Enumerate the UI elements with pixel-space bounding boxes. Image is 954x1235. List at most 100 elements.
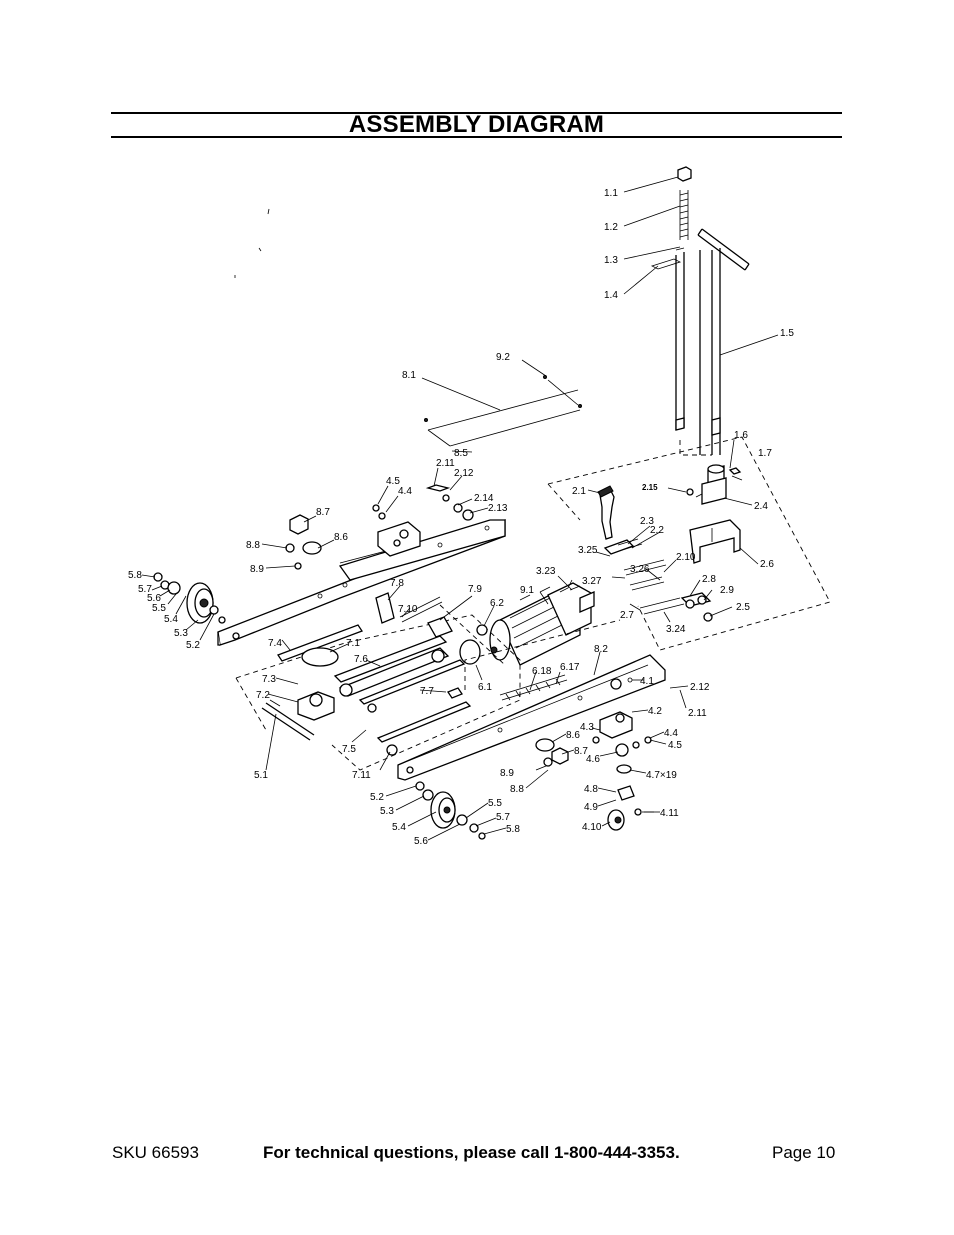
part-label: 2.1 bbox=[572, 486, 586, 497]
title-rule-bottom bbox=[111, 136, 842, 138]
part-label: 4.8 bbox=[584, 784, 598, 795]
part-label: 2.12 bbox=[690, 682, 710, 693]
part-label: 8.1 bbox=[402, 370, 416, 381]
part-label: 7.3 bbox=[262, 674, 276, 685]
part-label: 6.1 bbox=[478, 682, 492, 693]
part-label: 5.2 bbox=[370, 792, 384, 803]
part-label: 5.6 bbox=[147, 593, 161, 604]
upper-fasteners bbox=[285, 484, 694, 570]
page-title: ASSEMBLY DIAGRAM bbox=[348, 111, 605, 138]
part-label: 5.3 bbox=[380, 806, 394, 817]
part-label: 2.10 bbox=[676, 552, 696, 563]
part-label: 1.2 bbox=[604, 222, 618, 233]
part-label: 7.1 bbox=[346, 638, 360, 649]
part-label: 4.5 bbox=[386, 476, 400, 487]
part-label: 5.7 bbox=[496, 812, 510, 823]
part-label: 8.7 bbox=[316, 507, 330, 518]
right-frame bbox=[397, 619, 666, 781]
part-label: 3.24 bbox=[666, 624, 686, 635]
part-label: 2.15 bbox=[642, 483, 658, 492]
part-label: 5.3 bbox=[174, 628, 188, 639]
hydraulic-motor bbox=[489, 579, 595, 666]
part-label: 2.6 bbox=[760, 559, 774, 570]
part-label: 5.4 bbox=[164, 614, 178, 625]
part-label: 2.4 bbox=[754, 501, 768, 512]
lift-arms bbox=[261, 592, 488, 756]
part-label: 8.9 bbox=[500, 768, 514, 779]
footer-page-number: Page 10 bbox=[772, 1143, 836, 1162]
part-label: 2.3 bbox=[640, 516, 654, 527]
part-label: 6.17 bbox=[560, 662, 580, 673]
part-label: 6.18 bbox=[532, 666, 552, 677]
part-label: 3.27 bbox=[582, 576, 602, 587]
left-frame bbox=[217, 519, 506, 646]
part-label: 8.5 bbox=[454, 448, 468, 459]
part-label: 2.12 bbox=[454, 468, 474, 479]
part-label: 5.8 bbox=[506, 824, 520, 835]
part-label: 2.7 bbox=[620, 610, 634, 621]
part-label: 8.8 bbox=[510, 784, 524, 795]
part-label: 2.11 bbox=[436, 458, 455, 469]
part-label: 5.7 bbox=[138, 584, 152, 595]
left-wheel-assembly bbox=[153, 572, 226, 624]
part-label: 2.5 bbox=[736, 602, 750, 613]
part-label: 5.4 bbox=[392, 822, 406, 833]
handle-assembly bbox=[650, 166, 750, 505]
part-label: 4.2 bbox=[648, 706, 662, 717]
part-label: 7.8 bbox=[390, 578, 404, 589]
part-label: 1.4 bbox=[604, 290, 618, 301]
part-label: 4.10 bbox=[582, 822, 602, 833]
part-label: 4.3 bbox=[580, 722, 594, 733]
part-label: 5.5 bbox=[488, 798, 502, 809]
part-label: 1.5 bbox=[780, 328, 794, 339]
part-label: 1.1 bbox=[604, 188, 618, 199]
part-label: 7.11 bbox=[352, 770, 371, 781]
part-label: 8.7 bbox=[574, 746, 588, 757]
part-label: 3.25 bbox=[578, 545, 598, 556]
part-label: 5.2 bbox=[186, 640, 200, 651]
part-label: 8.9 bbox=[250, 564, 264, 575]
part-label: 4.1 bbox=[640, 676, 654, 687]
footer-tech-support: For technical questions, please call 1-8… bbox=[263, 1143, 680, 1162]
part-label: 3.26 bbox=[630, 564, 650, 575]
part-label: 5.1 bbox=[254, 770, 268, 781]
part-label: 6.2 bbox=[490, 598, 504, 609]
part-label: 9.2 bbox=[496, 352, 510, 363]
footer-sku: SKU 66593 bbox=[112, 1143, 199, 1162]
part-label: 2.8 bbox=[702, 574, 716, 585]
part-label: 7.10 bbox=[398, 604, 418, 615]
cover-plate bbox=[424, 375, 582, 447]
part-label: 8.6 bbox=[566, 730, 580, 741]
part-label: 8.6 bbox=[334, 532, 348, 543]
part-label: 5.5 bbox=[152, 603, 166, 614]
part-label: 1.7 bbox=[758, 448, 772, 459]
part-label: 2.13 bbox=[488, 503, 508, 514]
part-label: 4.4 bbox=[664, 728, 678, 739]
part-label: 3.23 bbox=[536, 566, 556, 577]
part-label: 7.4 bbox=[268, 638, 282, 649]
part-label: 2.11 bbox=[688, 708, 707, 719]
part-label: 4.9 bbox=[584, 802, 598, 813]
part-label: 2.2 bbox=[650, 525, 664, 536]
part-label: 7.5 bbox=[342, 744, 356, 755]
part-label: 4.4 bbox=[398, 486, 412, 497]
pump-parts bbox=[597, 485, 741, 622]
part-label: 5.6 bbox=[414, 836, 428, 847]
part-label: 4.7×19 bbox=[646, 770, 677, 781]
part-label: 2.9 bbox=[720, 585, 734, 596]
right-wheel-assembly bbox=[415, 736, 654, 840]
part-label: 4.5 bbox=[668, 740, 682, 751]
part-label: 2.14 bbox=[474, 493, 494, 504]
part-label: 7.9 bbox=[468, 584, 482, 595]
part-labels: 1.1 1.2 1.3 1.4 1.5 1.6 1.7 9.2 8.1 8.5 … bbox=[128, 188, 794, 847]
title-rule-top bbox=[111, 112, 842, 114]
part-label: 4.11 bbox=[660, 808, 679, 819]
part-label: 9.1 bbox=[520, 585, 534, 596]
part-label: 7.7 bbox=[420, 686, 434, 697]
part-label: 4.6 bbox=[586, 754, 600, 765]
part-label: 8.2 bbox=[594, 644, 608, 655]
part-label: 1.3 bbox=[604, 255, 618, 266]
part-label: 5.8 bbox=[128, 570, 142, 581]
part-label: 7.6 bbox=[354, 654, 368, 665]
